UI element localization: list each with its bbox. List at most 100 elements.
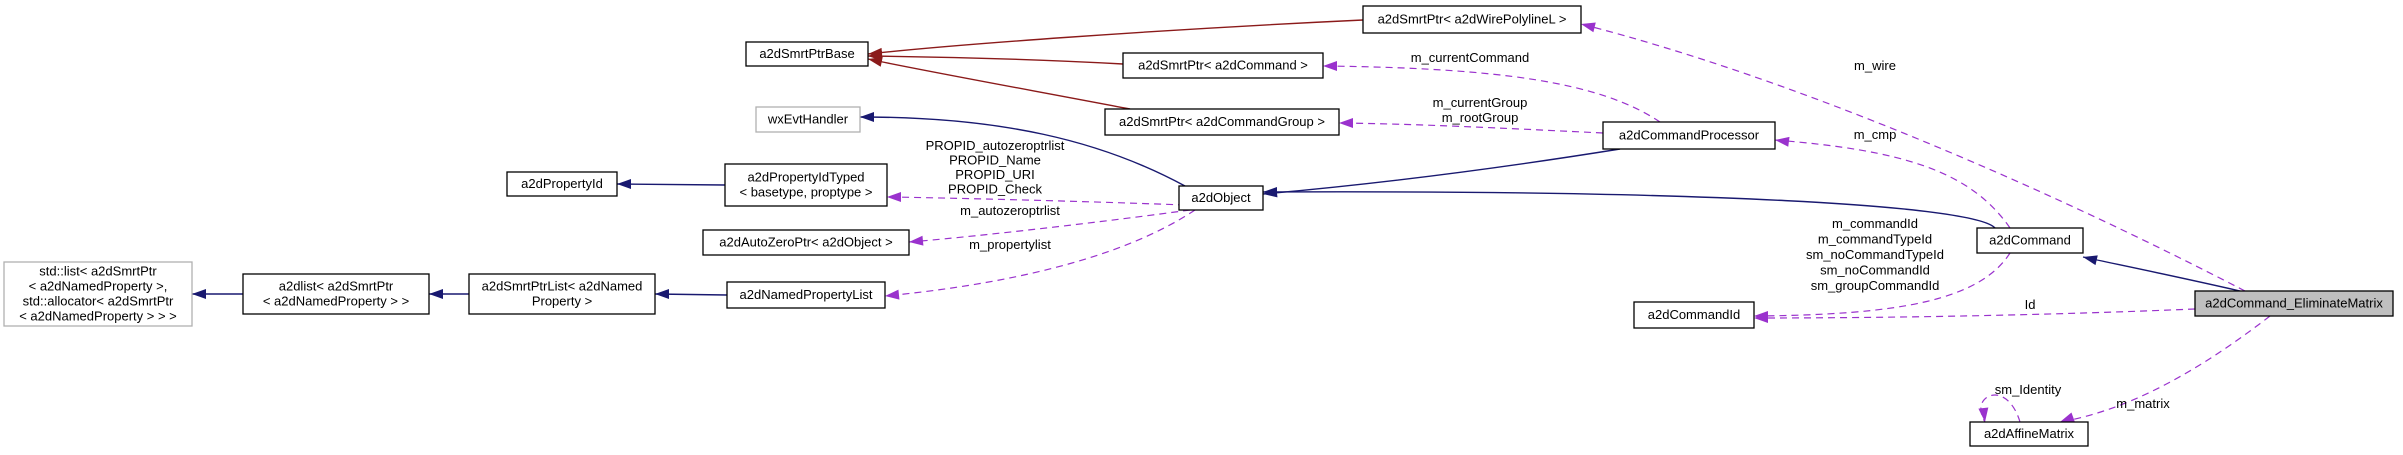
edge-label-line: m_wire: [1854, 58, 1896, 73]
class-node-smrt-cmd-group[interactable]: a2dSmrtPtr< a2dCommandGroup >: [1104, 108, 1340, 136]
class-node-box: [1122, 52, 1324, 79]
edge-label-m-current-command: m_currentCommand: [1411, 50, 1530, 65]
edge-cmp-usage-arrowhead: [1775, 136, 1790, 147]
edge-currentcommand-usage: [1322, 61, 1661, 123]
class-node-box: [1633, 301, 1755, 329]
class-node-property-id[interactable]: a2dPropertyId: [506, 171, 618, 197]
class-node-label-line: a2dSmrtPtr< a2dWirePolylineL >: [1378, 12, 1567, 27]
class-node-box: [745, 41, 869, 67]
class-node-dlist[interactable]: a2dlist< a2dSmrtPtr< a2dNamedProperty > …: [242, 273, 430, 315]
class-node-label: a2dSmrtPtr< a2dWirePolylineL >: [1378, 12, 1567, 27]
class-node-label: a2dAffineMatrix: [1984, 426, 2075, 441]
edge-propertylist-usage-line: [884, 209, 1196, 297]
class-node-label-line: < a2dNamedProperty >,: [29, 279, 168, 294]
edge-label-m-autozeroptrlist: m_autozeroptrlist: [960, 203, 1060, 218]
class-node-command-id[interactable]: a2dCommandId: [1633, 301, 1755, 329]
edge-autozero-usage-line: [908, 209, 1191, 243]
edge-label-line: m_commandId: [1832, 216, 1918, 231]
class-node-label-line: a2dCommand: [1989, 233, 2071, 248]
class-node-label-line: Property >: [532, 294, 592, 309]
class-node-label-line: a2dSmrtPtr< a2dCommandGroup >: [1119, 114, 1325, 129]
edge-label-m-matrix: m_matrix: [2116, 396, 2170, 411]
edge-matrix-usage: [2059, 315, 2271, 423]
edge-processor-to-object: [1262, 148, 1621, 198]
edge-object-to-evthandler-line: [859, 116, 1186, 187]
class-node-label: a2dSmrtPtr< a2dCommandGroup >: [1119, 114, 1325, 129]
class-node-box: [702, 229, 910, 256]
class-node-label-line: a2dPropertyIdTyped: [747, 170, 864, 185]
class-node-box: [1362, 5, 1582, 34]
class-node-property-id-typed[interactable]: a2dPropertyIdTyped< basetype, proptype >: [724, 163, 888, 207]
class-node-eliminate-matrix[interactable]: a2dCommand_EliminateMatrix: [2194, 290, 2394, 317]
class-node-label-line: a2dObject: [1191, 190, 1251, 205]
edge-group-usage-line: [1338, 122, 1604, 134]
class-node-label-line: a2dPropertyId: [521, 176, 603, 191]
edge-label-line: m_commandTypeId: [1818, 232, 1932, 247]
edge-group-usage: [1338, 118, 1604, 134]
class-node-affine-matrix[interactable]: a2dAffineMatrix: [1969, 421, 2089, 447]
class-node-label-line: wxEvtHandler: [767, 112, 849, 127]
edge-smrtgroup-to-base-arrowhead: [868, 56, 883, 67]
edge-wire-usage-arrowhead: [1581, 22, 1596, 33]
edge-label-line: m_autozeroptrlist: [960, 203, 1060, 218]
edge-currentcommand-usage-line: [1322, 65, 1661, 123]
edge-group-usage-arrowhead: [1339, 118, 1353, 128]
class-node-box: [1602, 121, 1776, 150]
class-node-label-line: a2dAutoZeroPtr< a2dObject >: [719, 235, 892, 250]
class-node-cmd-processor[interactable]: a2dCommandProcessor: [1602, 121, 1776, 150]
class-node-box: [726, 281, 886, 309]
edge-label-line: m_currentCommand: [1411, 50, 1530, 65]
class-node-evt-handler[interactable]: wxEvtHandler: [755, 106, 861, 133]
class-node-label: a2dlist< a2dSmrtPtr< a2dNamedProperty > …: [263, 279, 409, 309]
class-node-smrt-ptr-base[interactable]: a2dSmrtPtrBase: [745, 41, 869, 67]
edge-matrix-usage-arrowhead: [2060, 412, 2075, 422]
class-node-box: [242, 273, 430, 315]
edge-typed-to-propertyid-arrowhead: [617, 179, 631, 189]
edge-propertylist-usage-arrowhead: [885, 289, 900, 300]
edge-label-line: sm_noCommandId: [1820, 263, 1930, 278]
edge-processor-to-object-line: [1262, 148, 1621, 195]
class-node-std-list[interactable]: std::list< a2dSmrtPtr< a2dNamedProperty …: [3, 261, 193, 327]
class-node-label: a2dObject: [1191, 190, 1251, 205]
edge-eliminate-to-command: [2082, 255, 2241, 292]
edge-object-to-evthandler-arrowhead: [860, 112, 874, 122]
class-node-label-line: < basetype, proptype >: [740, 185, 873, 200]
class-node-object[interactable]: a2dObject: [1178, 185, 1264, 211]
class-node-box: [724, 163, 888, 207]
edge-label-line: PROPID_Name: [949, 153, 1041, 168]
edge-wire-usage-line: [1580, 23, 2246, 292]
edge-eliminate-to-command-line: [2082, 256, 2241, 292]
class-node-named-prop-list[interactable]: a2dNamedPropertyList: [726, 281, 886, 309]
class-node-label-line: < a2dNamedProperty > >: [263, 294, 409, 309]
diagram-nodes: a2dSmrtPtr< a2dWirePolylineL > a2dSmrtPtr…: [3, 5, 2394, 447]
edge-autozero-usage: [908, 209, 1191, 246]
class-node-label-line: a2dSmrtPtrList< a2dNamed: [482, 279, 643, 294]
class-node-autozero-ptr[interactable]: a2dAutoZeroPtr< a2dObject >: [702, 229, 910, 256]
class-node-smrt-cmd[interactable]: a2dSmrtPtr< a2dCommand >: [1122, 52, 1324, 79]
edge-label-id: Id: [2025, 297, 2036, 312]
edge-cmp-usage-line: [1774, 139, 2011, 229]
edge-command-to-object-line: [1262, 191, 1996, 229]
edge-label-line: m_cmp: [1854, 127, 1897, 142]
class-node-wire-polyline[interactable]: a2dSmrtPtr< a2dWirePolylineL >: [1362, 5, 1582, 34]
class-node-label: a2dSmrtPtrBase: [759, 46, 854, 61]
edge-ptrlist-to-dlist-arrowhead: [429, 289, 443, 299]
edge-typed-to-propertyid: [616, 179, 726, 189]
edge-eliminate-to-command-arrowhead: [2083, 255, 2098, 266]
class-node-label: a2dCommandId: [1648, 307, 1741, 322]
class-node-label: a2dCommand: [1989, 233, 2071, 248]
edge-label-line: m_propertylist: [969, 237, 1051, 252]
class-node-label: a2dNamedPropertyList: [740, 287, 873, 302]
class-node-label: a2dAutoZeroPtr< a2dObject >: [719, 235, 892, 250]
edge-propid-usage: [886, 192, 1186, 206]
edge-label-line: PROPID_autozeroptrlist: [926, 138, 1065, 153]
class-node-label-line: < a2dNamedProperty > > >: [19, 309, 177, 324]
class-node-command[interactable]: a2dCommand: [1976, 227, 2084, 254]
class-node-box: [468, 273, 656, 315]
edge-label-m-cmp: m_cmp: [1854, 127, 1897, 142]
